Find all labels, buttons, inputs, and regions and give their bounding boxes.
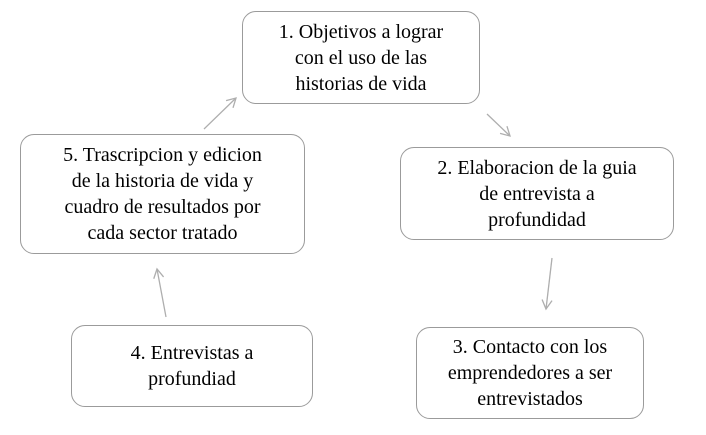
- arrow-5-to-1: [203, 97, 237, 130]
- flow-node-elaboracion-guia-label: 2. Elaboracion de la guia de entrevista …: [437, 156, 637, 231]
- arrow-4-to-5: [153, 267, 167, 318]
- flow-node-objetivos: 1. Objetivos a lograr con el uso de las …: [242, 11, 480, 104]
- flow-node-entrevistas-label: 4. Entrevistas a profundiad: [130, 342, 254, 390]
- flow-node-objetivos-label: 1. Objetivos a lograr con el uso de las …: [278, 20, 444, 95]
- arrow-2-to-3: [541, 257, 553, 311]
- flow-node-contacto: 3. Contacto con los emprendedores a ser …: [416, 327, 644, 419]
- flow-node-entrevistas: 4. Entrevistas a profundiad: [71, 325, 313, 407]
- flow-node-elaboracion-guia: 2. Elaboracion de la guia de entrevista …: [400, 147, 674, 240]
- flow-node-trascripcion: 5. Trascripcion y edicion de la historia…: [20, 134, 305, 254]
- flow-node-contacto-label: 3. Contacto con los emprendedores a ser …: [447, 336, 613, 410]
- flow-node-trascripcion-label: 5. Trascripcion y edicion de la historia…: [63, 144, 262, 244]
- arrow-1-to-2: [486, 113, 511, 137]
